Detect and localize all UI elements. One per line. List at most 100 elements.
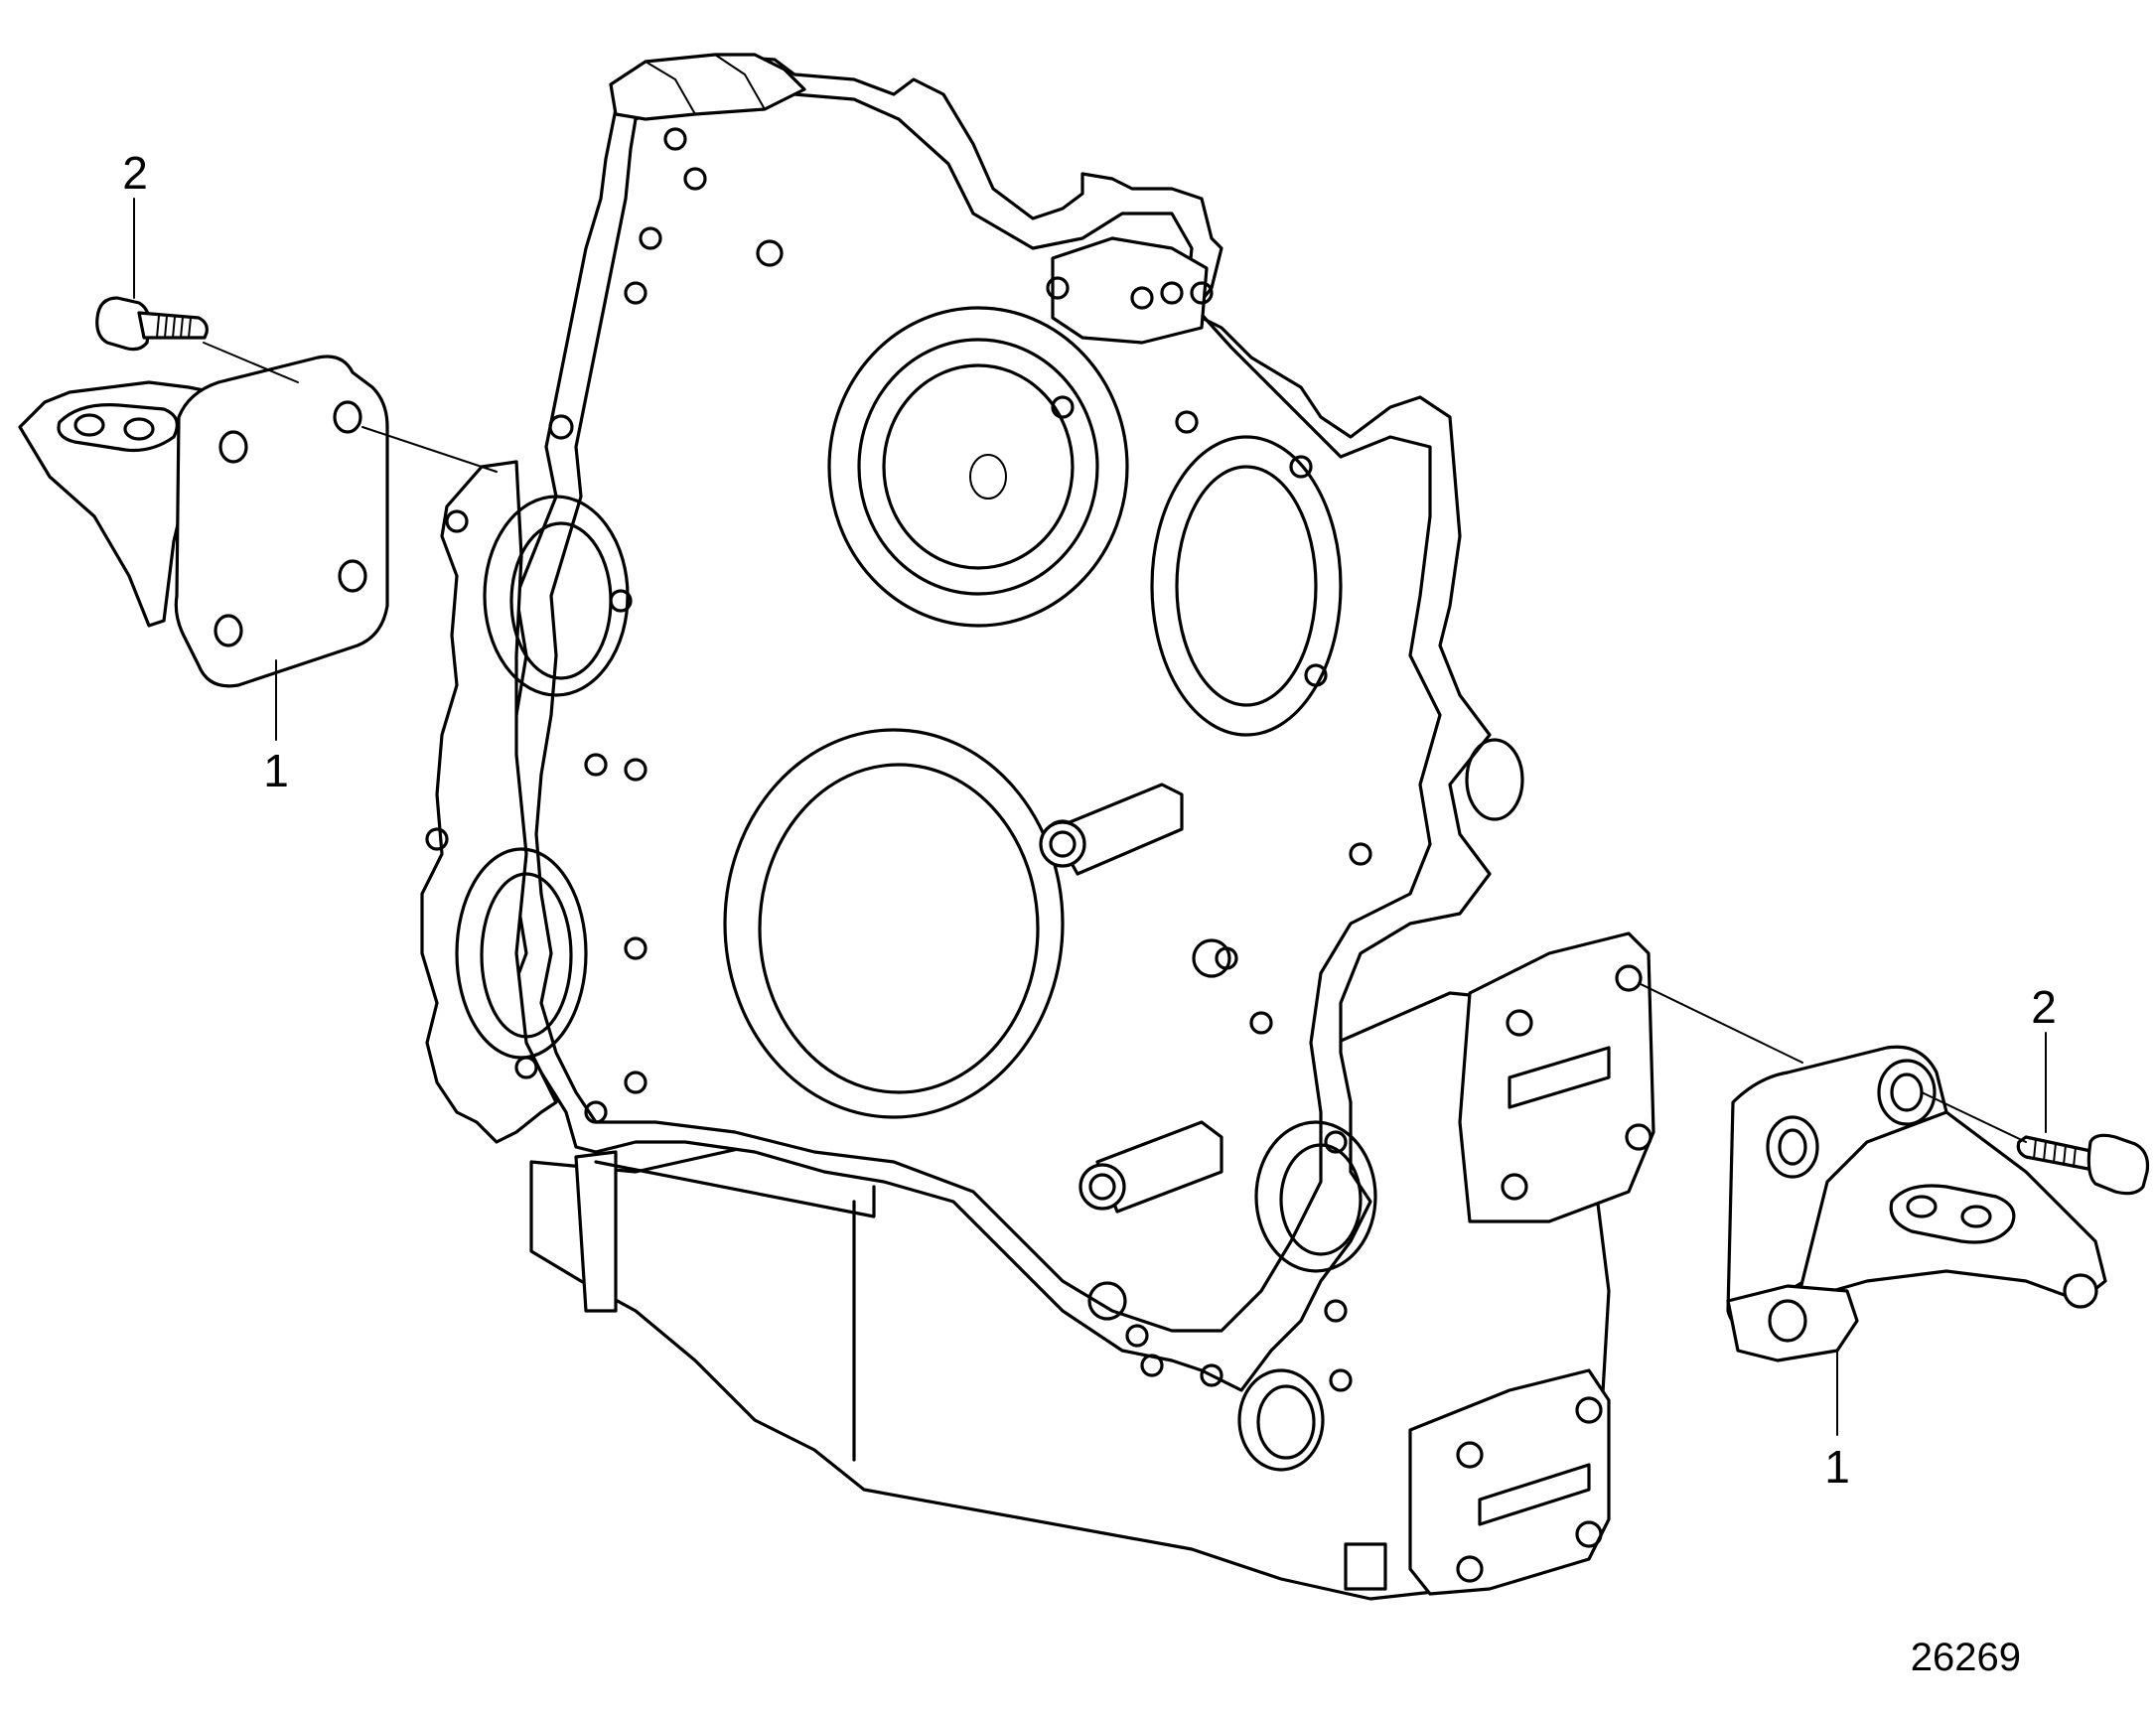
housing-bottom-edge <box>594 1160 876 1218</box>
bolt-hole <box>445 509 469 533</box>
bolt-hole <box>1087 1281 1127 1321</box>
bracket-right-foot-slot <box>1889 1184 2016 1244</box>
lower-pad-hole <box>1575 1520 1603 1548</box>
leader-bolt-left <box>203 342 299 383</box>
leader-bracket-right <box>1638 982 1803 1064</box>
housing-right-mount-pad <box>1458 931 1655 1223</box>
bolt-hole <box>624 936 647 960</box>
bolt-hole <box>609 589 633 613</box>
engine-mount-bracket-right <box>1726 1045 2107 1362</box>
bolt-hole <box>1160 281 1184 305</box>
bolt-right-shank <box>2016 1135 2097 1172</box>
lower-pad-rib <box>1478 1463 1591 1526</box>
bolt-hole <box>683 167 707 191</box>
housing-upper-right-block <box>1051 236 1209 345</box>
callout-label-2-right: 2 <box>2031 981 2057 1033</box>
bolt-hole <box>624 281 647 305</box>
bracket-left-slot-hole <box>73 413 105 437</box>
figure-reference-number: 26269 <box>1911 1636 2021 1679</box>
callout-label-2-left: 2 <box>122 147 148 199</box>
bolt-hole <box>1130 286 1154 310</box>
bolt-hole <box>584 753 608 777</box>
bolt-left-threads <box>156 315 192 339</box>
bolt-hole <box>1051 395 1075 419</box>
bolt-hole <box>756 239 784 267</box>
engine-mount-bracket-left <box>18 355 389 688</box>
bracket-right-foot-end <box>2063 1273 2098 1309</box>
upper-gear-center <box>969 454 1007 500</box>
bracket-left-plate-hole <box>218 430 248 464</box>
bolt-hole <box>624 758 647 782</box>
bolt-hole <box>584 1100 608 1124</box>
bracket-right-lower-lug <box>1726 1284 1859 1362</box>
bolt-hole <box>548 414 574 440</box>
housing-left-leg <box>574 1150 618 1313</box>
housing-bolt-holes <box>425 127 1372 1392</box>
upper-gear-opening-inner <box>857 338 1099 596</box>
mount-pad-hole <box>1501 1173 1528 1201</box>
bolt-hole <box>1304 663 1328 687</box>
bracket-right-boss-mid <box>1766 1115 1819 1179</box>
upper-gear-opening-hub <box>882 363 1075 570</box>
bolt-hole <box>1175 410 1199 434</box>
bolt-hole <box>1192 938 1231 978</box>
bracket-right-boss-top <box>1877 1059 1937 1126</box>
mount-pad-hole <box>1625 1123 1653 1151</box>
leader-bolt-right <box>1921 1091 2027 1143</box>
left-lower-opening-inner <box>480 872 573 1039</box>
upper-gear-opening-outer <box>827 306 1129 628</box>
right-lower-opening-outer <box>1254 1120 1377 1273</box>
bolt-hole <box>624 1071 647 1094</box>
right-lower-opening-inner <box>1279 1143 1363 1256</box>
bolt-hole <box>1324 1299 1348 1323</box>
dowel-boss-lower-hole <box>1088 1173 1116 1201</box>
right-gear-opening-inner <box>1175 465 1318 707</box>
bracket-right-lower-hole <box>1768 1299 1807 1343</box>
bracket-left-plate <box>174 355 389 688</box>
right-gear-opening-outer <box>1150 435 1343 737</box>
mount-pad-rib <box>1508 1046 1611 1109</box>
dowel-boss-lower-end <box>1078 1163 1126 1211</box>
bolt-hole <box>1289 455 1313 479</box>
bolt-hole <box>1190 281 1214 305</box>
dowel-boss-left <box>1051 783 1184 876</box>
timing-gear-housing <box>420 53 1655 1601</box>
lower-pad-hole <box>1456 1555 1484 1583</box>
bolt-hole <box>1249 1011 1273 1035</box>
callout-label-1-left: 1 <box>263 745 289 796</box>
bolt-hole <box>639 226 662 250</box>
bracket-right-slot-hole <box>1960 1205 1992 1228</box>
bolt-right-threads <box>2033 1138 2077 1168</box>
bracket-left-plate-hole <box>333 400 362 434</box>
housing-left-flange <box>420 460 558 1144</box>
housing-plug <box>1344 1542 1387 1591</box>
bolt-hole <box>1200 1363 1223 1387</box>
bottom-port-outer <box>1237 1368 1325 1472</box>
dowel-boss-left-hole <box>1049 830 1077 858</box>
bracket-right-slot-hole <box>1906 1195 1938 1218</box>
bottom-port-inner <box>1256 1384 1316 1460</box>
bolt-right <box>2016 1133 2150 1196</box>
mount-pad-hole <box>1615 964 1643 992</box>
side-port <box>1465 738 1524 821</box>
bolt-hole <box>1329 1368 1353 1392</box>
bracket-left-plate-hole <box>214 614 243 647</box>
housing-top-block-edge <box>645 54 766 115</box>
callout-label-1-right: 1 <box>1824 1441 1850 1493</box>
bolt-hole <box>514 1056 538 1079</box>
bolt-hole <box>1349 842 1372 866</box>
bracket-right-hole-mid <box>1778 1128 1807 1166</box>
bolt-hole <box>1125 1324 1149 1348</box>
bolt-hole <box>1140 1354 1164 1377</box>
bracket-left-plate-hole <box>338 559 367 593</box>
lower-pad-hole <box>1575 1396 1603 1424</box>
bolt-hole <box>1046 276 1070 300</box>
bolt-hole <box>663 127 687 151</box>
lower-crank-opening-inner <box>758 763 1040 1094</box>
dowel-boss-left-end <box>1039 820 1086 868</box>
mount-pad-hole <box>1506 1009 1533 1037</box>
housing-gasket-flange <box>534 77 1442 1333</box>
lower-crank-opening-outer <box>723 728 1065 1119</box>
bolt-hole <box>1324 1130 1348 1154</box>
